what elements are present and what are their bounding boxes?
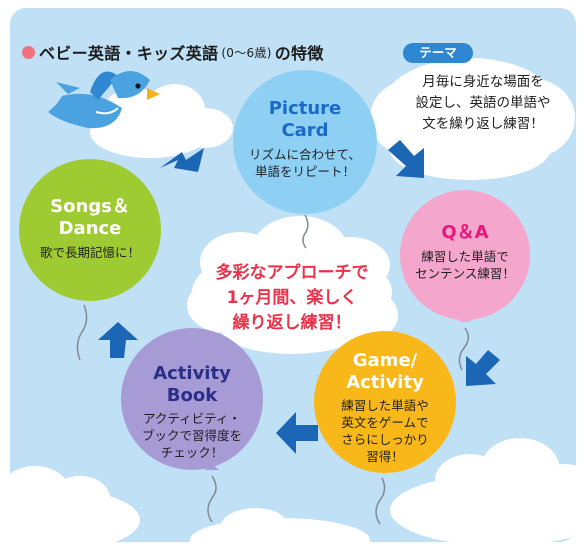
game-activity-desc-line: さらにしっかり bbox=[341, 432, 429, 447]
game-activity-desc-line: 英文をゲームで bbox=[341, 415, 429, 430]
title-dot-icon bbox=[22, 45, 35, 59]
title-main: ベビー英語・キッズ英語 bbox=[39, 44, 219, 63]
activity-book-desc-line: ブックで習得度を bbox=[141, 428, 242, 443]
songs-dance-desc-line: 歌で長期記憶に！ bbox=[39, 245, 140, 260]
activity-book-title-line: Book bbox=[166, 385, 218, 406]
arrow-picture-to-qa bbox=[388, 140, 424, 178]
center-line: 1ヶ月間、楽しく bbox=[226, 288, 358, 308]
theme-text: 月毎に身近な場面を 設定し、英語の単語や 文を繰り返し練習！ bbox=[390, 72, 576, 135]
center-line: 繰り返し練習！ bbox=[232, 313, 352, 333]
center-line: 多彩なアプローチで bbox=[215, 263, 369, 283]
cloud-bottom-left bbox=[0, 466, 140, 550]
cloud-top-right bbox=[370, 58, 575, 180]
page-title: ベビー英語・キッズ英語 (0〜6歳) の特徴 bbox=[22, 40, 324, 64]
songs-dance-title-line: Dance bbox=[58, 218, 122, 239]
songs-dance-title-line: Songs＆ bbox=[50, 196, 130, 217]
arrow-game-to-book bbox=[276, 412, 318, 454]
balloon-activity-book bbox=[121, 328, 263, 523]
activity-book-title-line: Activity bbox=[153, 363, 231, 384]
cloud-bottom-right bbox=[390, 438, 586, 546]
label-picture-card: Picture Card リズムに合わせて、 単語をリピート！ bbox=[235, 98, 375, 180]
activity-book-desc-line: アクティビティ・ bbox=[143, 411, 241, 426]
theme-tag: テーマ bbox=[403, 43, 473, 63]
arrow-book-to-songs bbox=[98, 322, 138, 358]
game-activity-title-line: Activity bbox=[346, 372, 424, 393]
cloud-top-left bbox=[90, 84, 233, 158]
label-qa: Q＆A 練習した単語で センテンス練習！ bbox=[405, 222, 525, 282]
qa-desc-line: 練習した単語で bbox=[421, 249, 509, 264]
cloud-bottom-center bbox=[190, 508, 370, 550]
theme-line: 設定し、英語の単語や bbox=[415, 95, 551, 111]
arrow-qa-to-game bbox=[466, 350, 500, 386]
qa-desc-line: センテンス練習！ bbox=[415, 266, 515, 281]
center-message: 多彩なアプローチで 1ヶ月間、楽しく 繰り返し練習！ bbox=[200, 261, 384, 336]
balloon-songs-dance bbox=[19, 159, 161, 361]
label-game-activity: Game/ Activity 練習した単語や 英文をゲームで さらにしっかり 習… bbox=[320, 350, 450, 465]
picture-card-title-line: Picture bbox=[268, 98, 342, 119]
balloon-qa bbox=[400, 190, 530, 371]
label-songs-dance: Songs＆ Dance 歌で長期記憶に！ bbox=[30, 196, 150, 261]
picture-card-desc-line: 単語をリピート！ bbox=[254, 164, 355, 179]
title-suffix: の特徴 bbox=[274, 44, 324, 63]
cloud-center bbox=[187, 216, 398, 354]
arrow-songs-to-picture bbox=[160, 148, 204, 172]
picture-card-title-line: Card bbox=[281, 120, 329, 141]
activity-book-desc-line: チェック！ bbox=[160, 445, 224, 460]
theme-line: 文を繰り返し練習！ bbox=[422, 116, 544, 132]
qa-title: Q＆A bbox=[441, 222, 489, 243]
theme-line: 月毎に身近な場面を bbox=[422, 74, 544, 90]
balloon-picture-card bbox=[233, 70, 377, 249]
title-age: (0〜6歳) bbox=[221, 45, 272, 60]
game-activity-desc-line: 習得！ bbox=[366, 449, 404, 464]
picture-card-desc-line: リズムに合わせて、 bbox=[249, 147, 361, 162]
bird-icon bbox=[48, 71, 160, 129]
game-activity-title-line: Game/ bbox=[352, 350, 418, 371]
balloon-game-activity bbox=[314, 331, 456, 525]
label-activity-book: Activity Book アクティビティ・ ブックで習得度を チェック！ bbox=[127, 363, 257, 461]
game-activity-desc-line: 練習した単語や bbox=[341, 398, 429, 413]
